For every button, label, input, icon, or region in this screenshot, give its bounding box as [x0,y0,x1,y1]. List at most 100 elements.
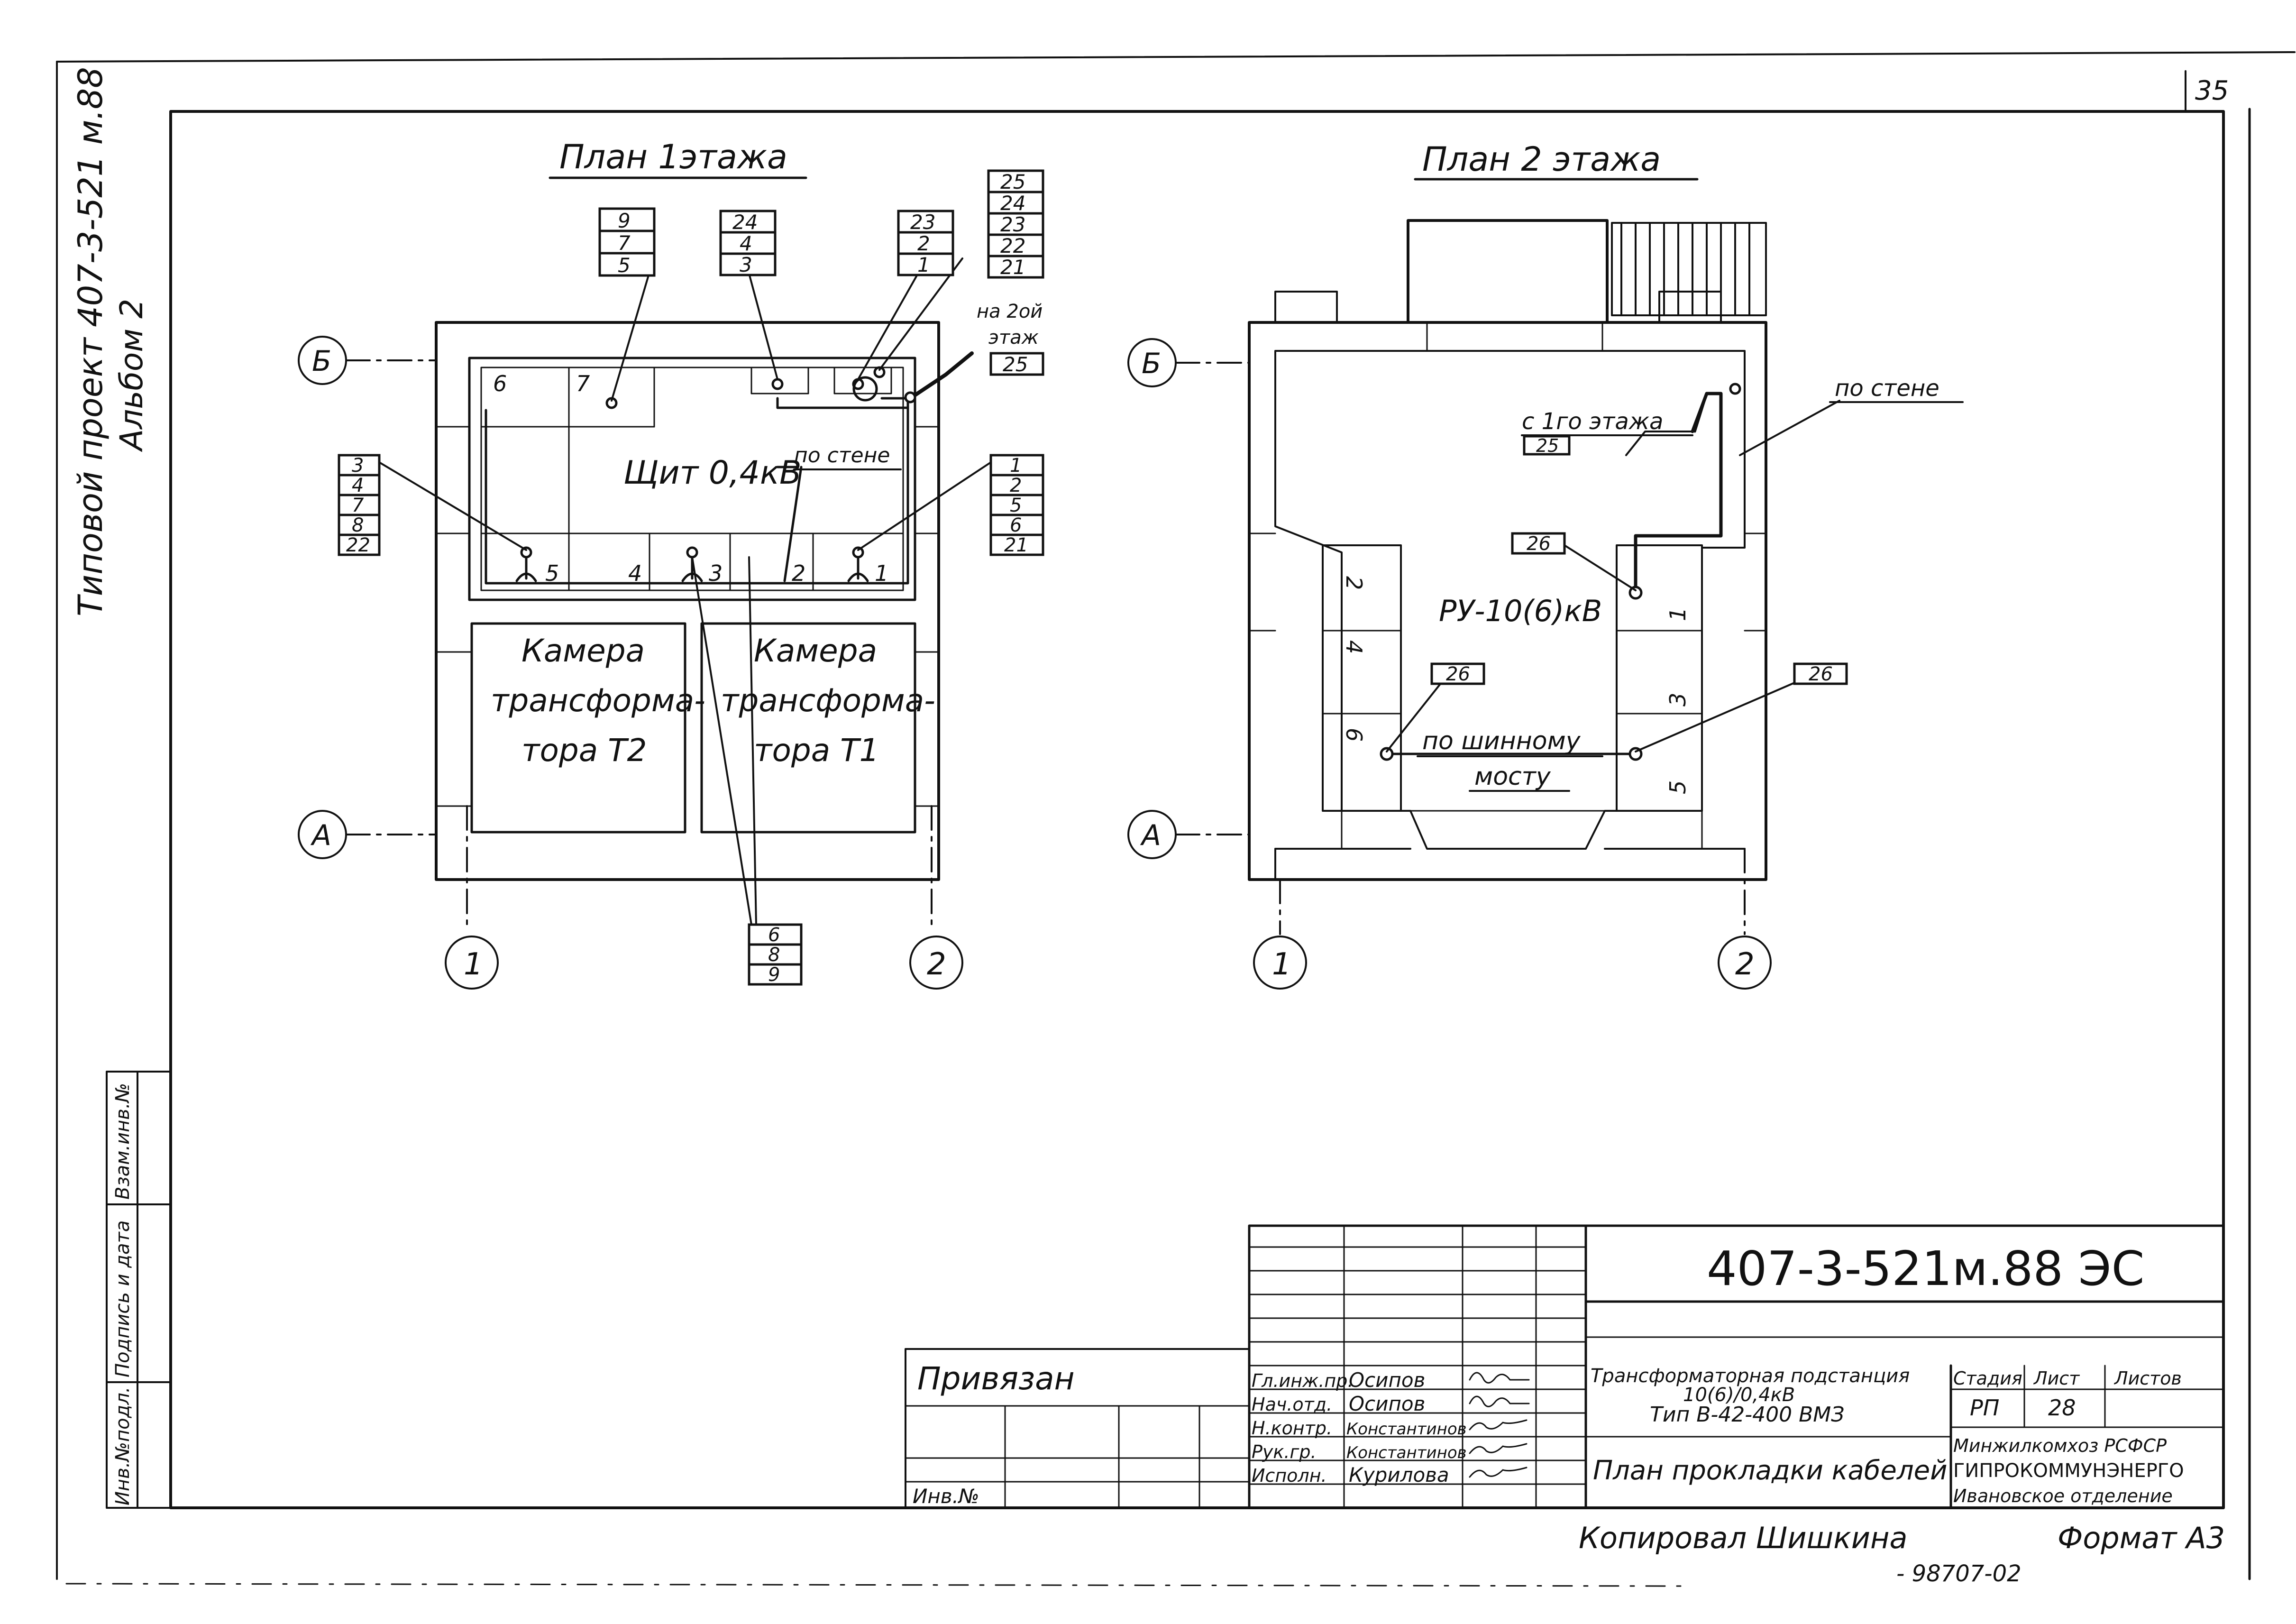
svg-text:4: 4 [352,475,364,496]
plan2-axis-1: 1 [1272,947,1291,982]
plan1-to-floor2-label-a: на 2ой [977,301,1043,322]
plan2-tag-26-a: 26 [1511,532,1566,555]
svg-text:9: 9 [768,964,780,986]
sheet-frame [56,51,2296,1587]
svg-text:Осипов: Осипов [1349,1392,1425,1415]
svg-text:26: 26 [1809,663,1833,685]
plan2-cabinet-3: 3 [1665,693,1691,706]
copied-by: Копировал Шишкина [1579,1521,1908,1555]
title-block-grid [905,1224,2225,1509]
svg-text:Осипов: Осипов [1349,1368,1425,1392]
svg-text:2: 2 [917,232,930,255]
plan1-to-floor2-label-b: этаж [988,327,1039,349]
plan2-axes [1127,338,1772,990]
sheet-no-value: 28 [2048,1395,2076,1421]
svg-text:23: 23 [1000,213,1025,236]
svg-text:26: 26 [1527,533,1551,555]
page-number: 35 [2195,75,2229,106]
plan2-ru-label: РУ-10(6)кВ [1439,594,1602,628]
stage-header: Стадия [1953,1368,2022,1389]
inv-no-label: Инв.№ [913,1485,979,1508]
plan2-leaders [1386,400,1840,752]
svg-text:Исполн.: Исполн. [1252,1465,1327,1486]
svg-text:Константинов: Константинов [1346,1443,1467,1462]
left-stub-table [106,1071,172,1509]
svg-text:6: 6 [768,924,780,946]
svg-text:1: 1 [1010,455,1022,477]
svg-text:25: 25 [1003,353,1028,376]
svg-text:24: 24 [732,211,758,234]
plan2-tag-26-b: 26 [1430,662,1485,685]
svg-text:5: 5 [618,254,631,277]
plan2-cabinet-1: 1 [1665,607,1691,621]
svg-text:Нач.отд.: Нач.отд. [1252,1394,1332,1415]
side-project-title: Типовой проект 407-3-521 м.88 [71,67,110,616]
svg-text:23: 23 [910,211,935,234]
archive-stamp: - 98707-02 [1896,1560,2022,1587]
plan1-axes [298,336,963,990]
signatures [1469,1372,1530,1478]
plan1-tag-23-2-1: 23 2 1 [897,210,954,276]
sheet-header: Лист [2033,1368,2080,1389]
plan2-tag-26-c: 26 [1793,662,1848,685]
svg-text:7: 7 [618,231,631,255]
plan1-wall-label: по стене [794,443,890,468]
plan2-tag-25: 25 [1523,435,1571,456]
plan1-cabinet-5: 5 [545,560,559,586]
plan2-cabinet-2: 2 [1341,576,1367,590]
sheet-title: План прокладки кабелей [1593,1455,1948,1486]
plan1-tag-left: 3 4 7 8 22 [338,454,381,556]
plan1-tag-24-4-3: 24 4 3 [719,210,777,276]
plan2-cabinet-5: 5 [1665,780,1691,794]
privyazan-label: Привязан [917,1360,1075,1397]
plan2-cable-routes [1385,392,1723,755]
plan2-cabinet-4: 4 [1341,640,1367,654]
signature-rows: Гл.инж.пр. Нач.отд. Н.контр. Рук.гр. Исп… [1252,1368,1467,1486]
plan2: План 2 этажа [1127,140,1964,990]
svg-text:4: 4 [740,232,752,255]
plan2-building [1248,219,1767,881]
plan2-title: План 2 этажа [1422,140,1661,179]
org-line3: Ивановское отделение [1953,1486,2173,1506]
plan2-bus-label-b: мосту [1474,762,1551,791]
svg-text:Курилова: Курилова [1349,1463,1449,1486]
plan1-cabinet-7: 7 [576,371,590,396]
plan2-axis-b: Б [1142,347,1161,380]
svg-text:Гл.инж.пр.: Гл.инж.пр. [1252,1370,1353,1391]
plan1-axis-a: А [310,819,331,852]
plan1-tag-bottom: 6 8 9 [748,923,803,986]
plan1-chamber-t1-line3: тора Т1 [754,732,879,769]
svg-text:Н.контр.: Н.контр. [1252,1418,1332,1439]
sheets-header: Листов [2113,1368,2182,1389]
org-line2: ГИПРОКОММУНЭНЕРГО [1953,1460,2184,1482]
svg-text:2: 2 [1010,475,1022,496]
svg-text:21: 21 [1004,534,1028,556]
plan1-axis-1: 1 [464,947,483,982]
svg-text:5: 5 [1010,495,1022,516]
svg-text:7: 7 [352,495,364,516]
plan1-chamber-t2-line1: Камера [521,633,645,669]
plan2-axis-a: А [1140,819,1161,852]
plan1-chamber-t1-line1: Камера [754,633,877,669]
svg-text:24: 24 [1000,192,1025,215]
plan1-cabinet-1: 1 [875,560,888,586]
org-line1: Минжилкомхоз РСФСР [1953,1435,2167,1456]
project-title-line1: Трансформаторная подстанция [1591,1365,1910,1387]
stub-label-vzam: Взам.инв.№ [112,1083,134,1200]
svg-text:8: 8 [768,944,780,966]
plan1-cabinet-3: 3 [709,560,723,586]
svg-text:Рук.гр.: Рук.гр. [1252,1441,1317,1462]
svg-text:8: 8 [352,514,364,536]
plan1-tag-25-21: 25 24 23 22 21 [987,169,1044,279]
svg-text:21: 21 [1000,256,1025,279]
svg-text:3: 3 [740,253,752,276]
plan1-leaders [378,253,992,926]
plan1-cable-points [515,366,916,582]
plan2-from-floor1-label: с 1го этажа [1522,408,1663,435]
stub-label-sign: Подпись и дата [112,1220,134,1377]
svg-text:26: 26 [1446,663,1470,685]
svg-text:22: 22 [346,534,370,556]
plan2-bus-label-a: по шинному [1422,727,1581,755]
project-title-line3: Тип В-42-400 ВМЗ [1650,1403,1844,1427]
